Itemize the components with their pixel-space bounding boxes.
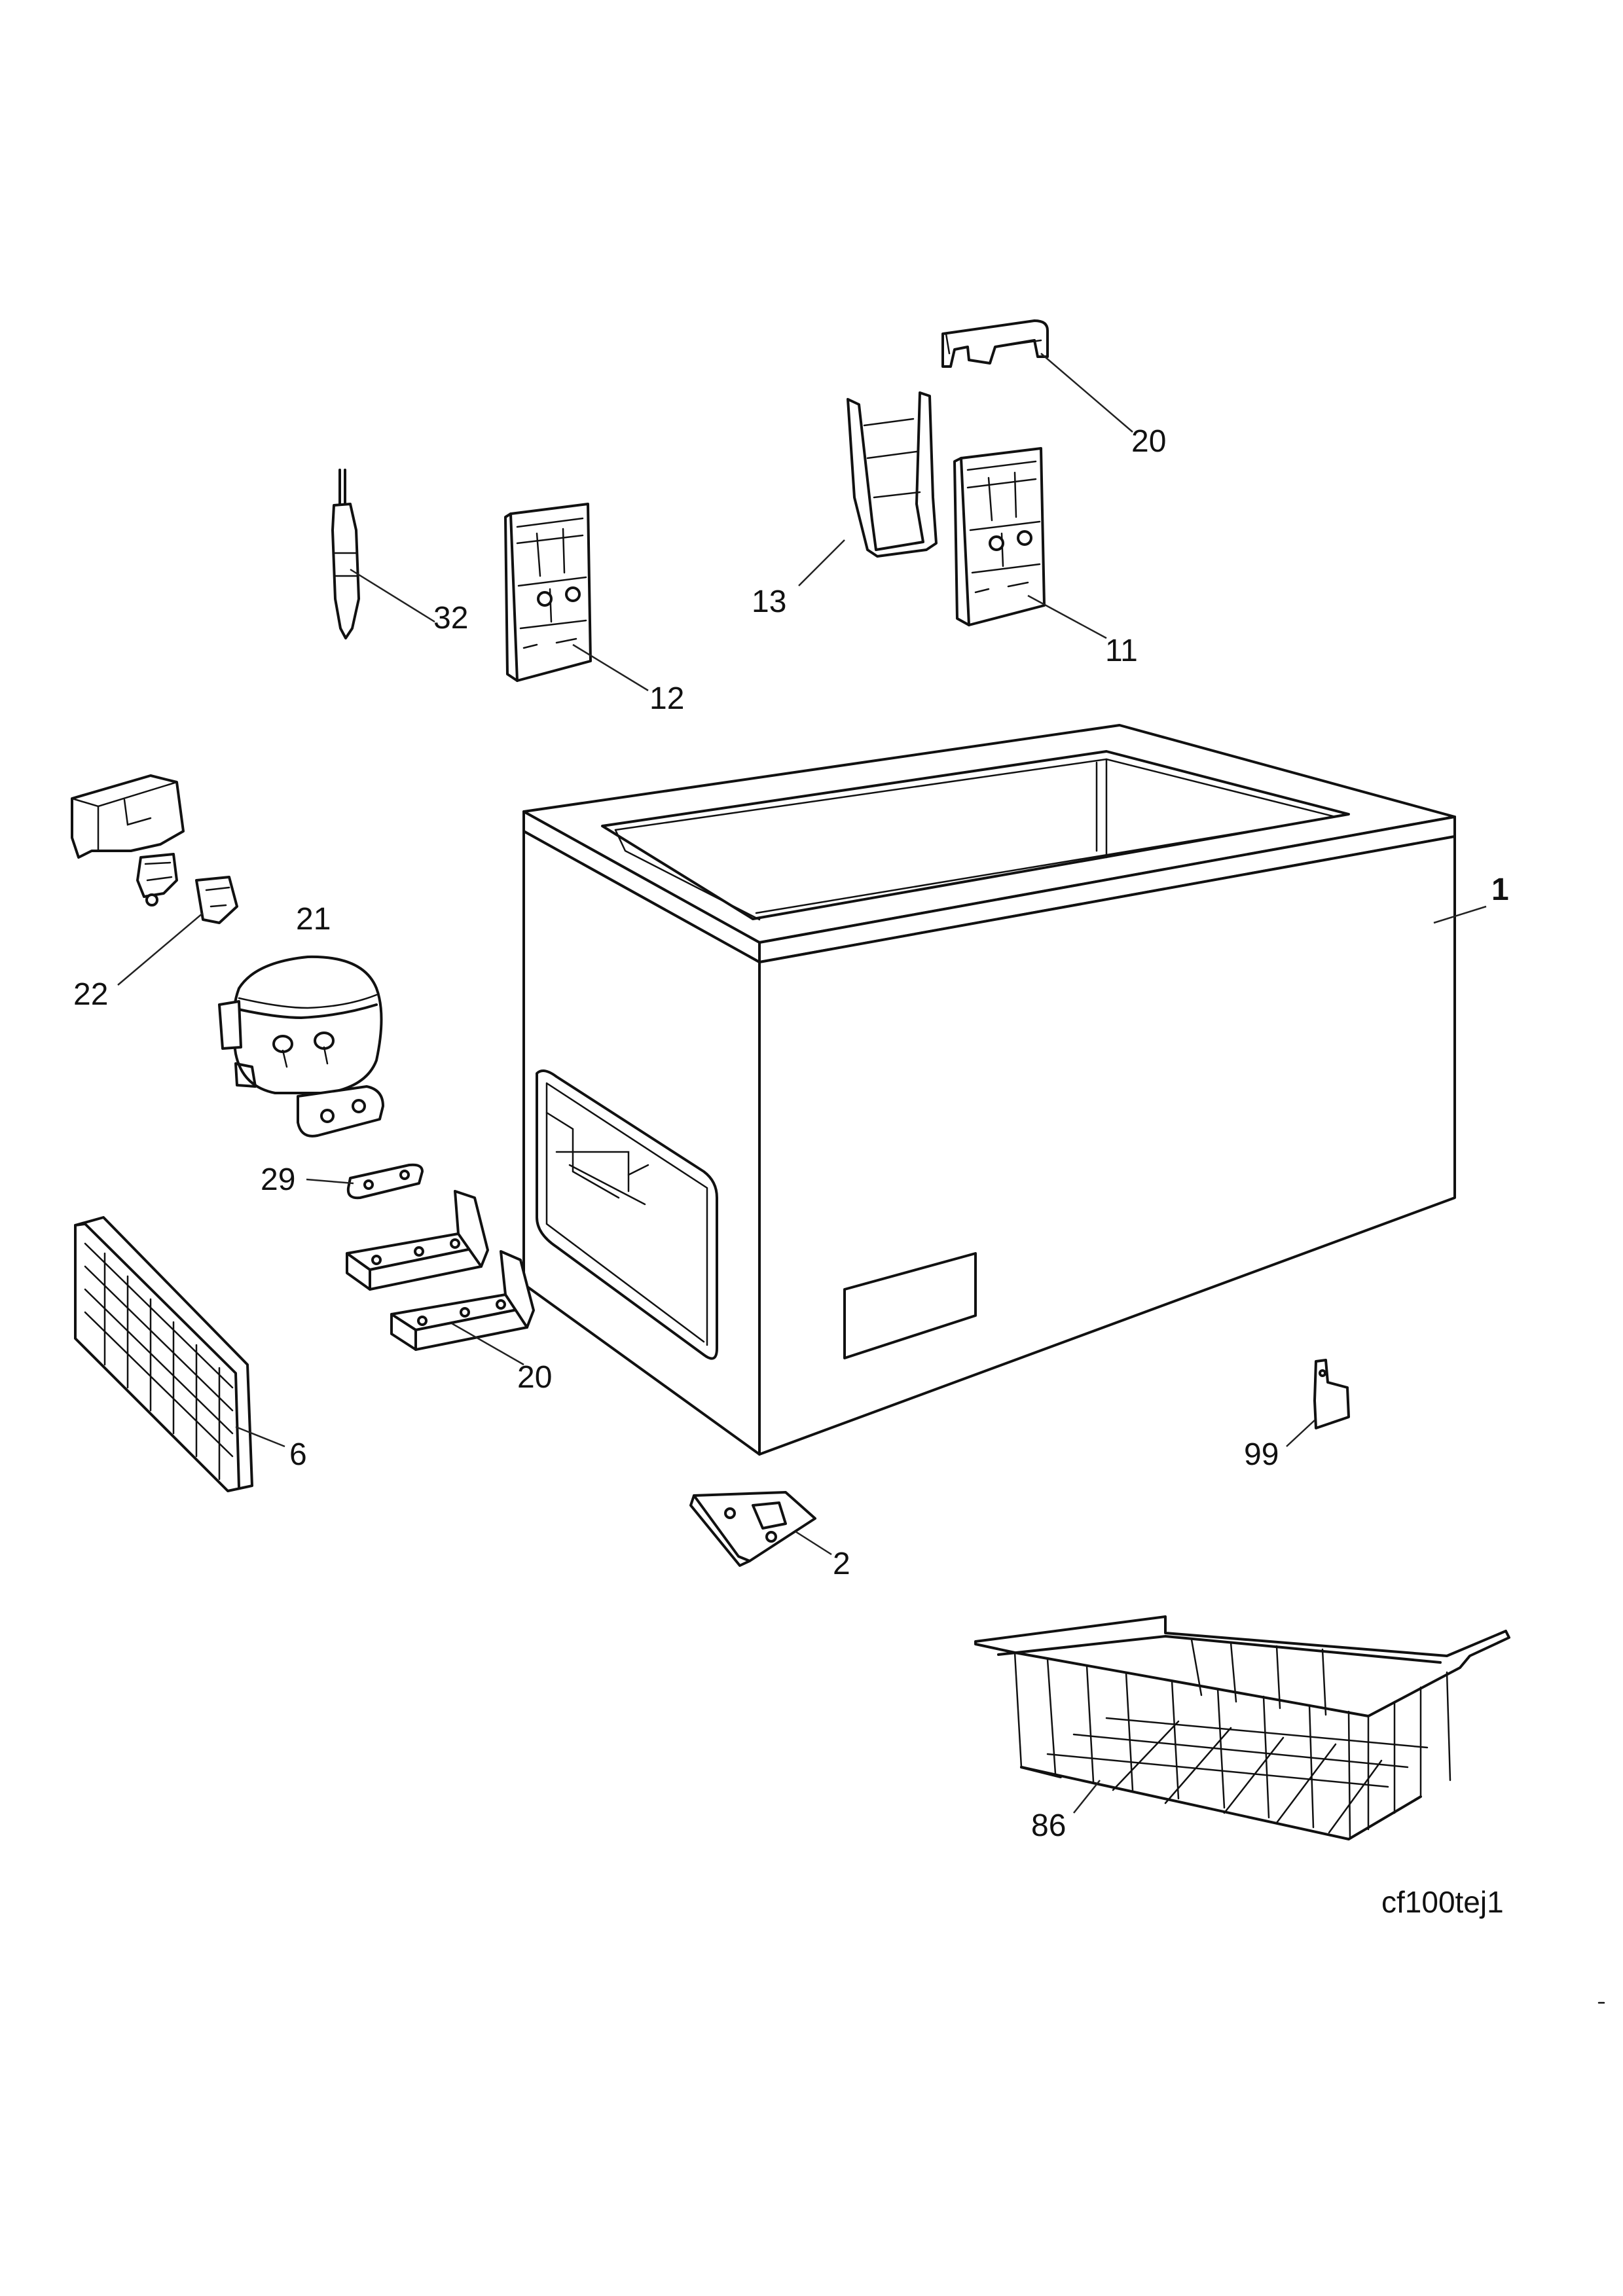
ventilation-grille[interactable] (74, 1216, 285, 1492)
sensor-probe[interactable] (331, 469, 435, 639)
clip[interactable] (306, 1163, 424, 1200)
hinge-cover[interactable] (798, 391, 938, 586)
ref-1: 1 (1491, 872, 1509, 907)
foot-bracket[interactable] (689, 1491, 832, 1567)
compressor[interactable] (218, 955, 384, 1138)
ref-86: 86 (1031, 1808, 1066, 1843)
key[interactable] (1286, 1359, 1350, 1447)
ref-6: 6 (289, 1437, 307, 1472)
ref-10: 11 (1105, 634, 1138, 668)
ref-29: 29 (261, 1162, 295, 1197)
ref-99: 99 (1244, 1437, 1279, 1472)
ref-21: 21 (296, 902, 331, 937)
ref-12: 13 (752, 584, 786, 619)
ref-32: 32 (433, 601, 468, 636)
ref-22: 22 (73, 977, 108, 1012)
relay-and-cover[interactable] (71, 774, 238, 986)
wire-basket[interactable] (974, 1615, 1510, 1840)
ref-13: 20 (1131, 424, 1166, 459)
ref-2: 2 (833, 1547, 850, 1581)
hinge-right[interactable] (953, 447, 1107, 639)
compressor-mounting-brackets[interactable] (346, 1190, 535, 1366)
drawing-code: cf100tej1 (1381, 1885, 1504, 1919)
ref-11: 12 (649, 681, 684, 716)
hinge-left[interactable] (504, 503, 649, 692)
cabinet[interactable] (522, 724, 1487, 1456)
hinge-cap[interactable] (941, 319, 1133, 433)
